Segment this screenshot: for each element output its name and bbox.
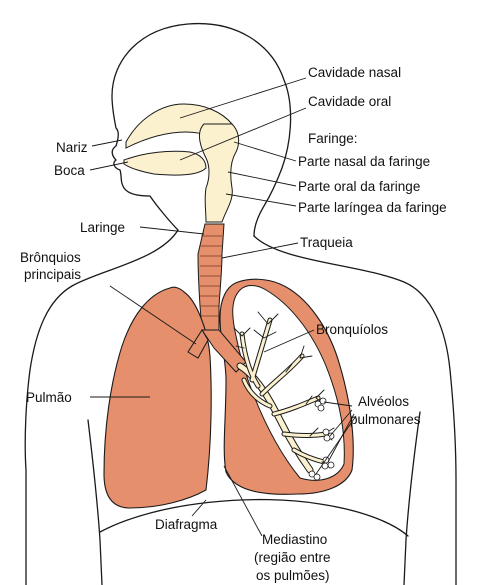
label-bronquiolos: Bronquíolos xyxy=(316,322,388,337)
right-lung-shape xyxy=(104,287,211,508)
label-boca: Boca xyxy=(54,163,85,178)
label-parte-laringea: Parte laríngea da faringe xyxy=(298,200,447,215)
label-laringe: Laringe xyxy=(80,220,125,235)
label-mediastino-line3: os pulmões) xyxy=(256,568,330,583)
label-nariz: Nariz xyxy=(56,140,88,155)
label-bronquios-line2: principais xyxy=(24,267,81,282)
label-parte-oral: Parte oral da faringe xyxy=(298,179,420,194)
label-alveolos-line1: Alvéolos xyxy=(358,394,409,409)
label-traqueia: Traqueia xyxy=(300,235,353,250)
label-mediastino-line2: (região entre xyxy=(254,550,331,565)
label-diafragma: Diafragma xyxy=(155,517,218,532)
label-cavidade-nasal: Cavidade nasal xyxy=(308,65,401,80)
label-bronquios-line1: Brônquios xyxy=(20,250,81,265)
label-alveolos-line2: pulmonares xyxy=(350,412,421,427)
label-cavidade-oral: Cavidade oral xyxy=(308,94,391,109)
upper-airway xyxy=(124,104,239,222)
label-parte-nasal: Parte nasal da faringe xyxy=(298,154,430,169)
label-pulmao: Pulmão xyxy=(26,390,72,405)
oral-cavity-shape xyxy=(124,151,206,175)
label-mediastino-line1: Mediastino xyxy=(262,532,327,547)
label-faringe: Faringe: xyxy=(308,131,358,146)
